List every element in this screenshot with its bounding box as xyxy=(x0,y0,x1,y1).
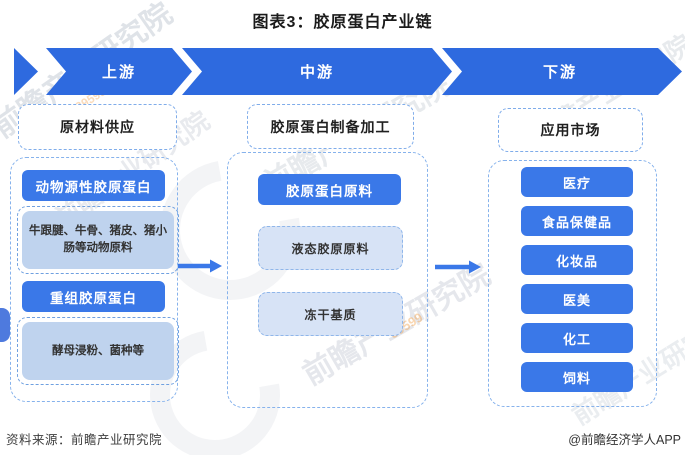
banner-label-midstream: 中游 xyxy=(300,63,334,81)
upstream-type-animal-collagen: 动物源性胶原蛋白 xyxy=(22,170,165,201)
arrow-midstream-to-downstream xyxy=(435,260,481,274)
upstream-animal-materials-wrapper: 牛跟腱、牛骨、猪皮、猪小肠等动物原料 xyxy=(17,206,179,274)
arrow-upstream-to-midstream xyxy=(178,259,222,273)
banner-segment-downstream xyxy=(442,48,682,95)
downstream-market-chemical: 化工 xyxy=(521,323,633,353)
upstream-animal-materials: 牛跟腱、牛骨、猪皮、猪小肠等动物原料 xyxy=(22,211,174,269)
upstream-header-box: 原材料供应 xyxy=(18,104,177,150)
banner-segment-upstream xyxy=(46,48,192,95)
midstream-header-box: 胶原蛋白制备加工 xyxy=(247,104,414,149)
upstream-recombinant-materials: 酵母浸粉、菌种等 xyxy=(22,322,174,380)
midstream-product-collagen-raw: 胶原蛋白原料 xyxy=(258,174,401,205)
upstream-recombinant-materials-wrapper: 酵母浸粉、菌种等 xyxy=(17,317,179,385)
downstream-market-medical-aesthetics: 医美 xyxy=(521,284,633,314)
midstream-form-liquid: 液态胶原原料 xyxy=(258,226,403,270)
upstream-container xyxy=(10,157,178,402)
banner-lead-arrowhead xyxy=(14,48,38,95)
downstream-market-food-health: 食品保健品 xyxy=(521,206,633,236)
banner-label-downstream: 下游 xyxy=(543,63,577,81)
downstream-market-feed: 饲料 xyxy=(521,362,633,392)
process-stage-banner: 上游 中游 下游 xyxy=(14,48,682,95)
upstream-type-recombinant-collagen: 重组胶原蛋白 xyxy=(22,281,165,312)
banner-label-upstream: 上游 xyxy=(102,63,136,81)
source-note: 资料来源：前瞻产业研究院 xyxy=(6,433,163,447)
credit-note: @前瞻经济学人APP xyxy=(568,433,681,447)
downstream-market-medical: 医疗 xyxy=(521,167,633,197)
downstream-market-cosmetics: 化妆品 xyxy=(521,245,633,275)
downstream-container xyxy=(488,160,657,407)
watermark-logo-fragment xyxy=(0,308,10,342)
midstream-container xyxy=(227,152,428,408)
page-title: 图表3：胶原蛋白产业链 xyxy=(252,14,433,31)
midstream-form-lyophilized: 冻干基质 xyxy=(258,292,403,336)
banner-segment-midstream xyxy=(182,48,452,95)
downstream-header-box: 应用市场 xyxy=(498,108,643,152)
